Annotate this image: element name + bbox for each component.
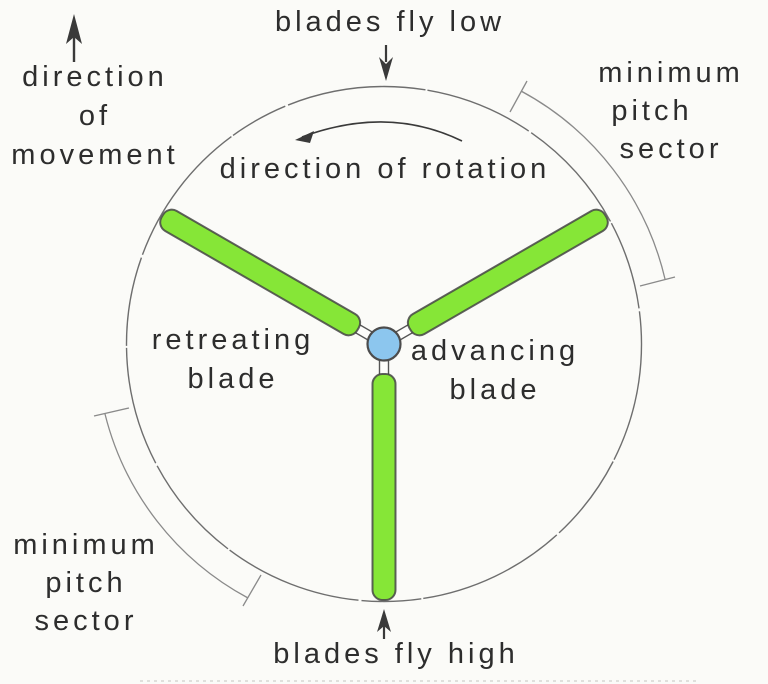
label-direction-of-movement: direction of movement: [11, 58, 178, 175]
fly-low-arrow-icon: [379, 45, 393, 81]
sector-arc: [520, 90, 666, 280]
fly-high-arrow-head: [377, 609, 391, 632]
label-advancing-blade: advancing blade: [411, 332, 579, 410]
rotor-disc-circle: [125, 85, 643, 603]
label-direction-of-rotation: direction of rotation: [219, 153, 551, 185]
label-minimum-pitch-sector-bottom-left: minimum pitch sector: [13, 526, 159, 640]
blade-body: [406, 208, 609, 337]
label-line: retreating: [151, 324, 315, 356]
sector-tick: [93, 407, 130, 417]
rotation-arrow-icon: [295, 121, 463, 143]
movement-arrow-head: [66, 14, 82, 44]
label-blades-fly-low: blades fly low: [274, 6, 506, 38]
fly-high-arrow-icon: [377, 609, 391, 639]
blade-body: [159, 208, 362, 337]
blade-body: [371, 373, 397, 601]
label-line: sector: [34, 605, 138, 637]
label-line: sector: [619, 133, 723, 165]
fly-low-arrow-head: [379, 57, 393, 81]
label-blades-fly-high: blades fly high: [273, 638, 519, 670]
movement-arrow-icon: [66, 14, 82, 62]
blade-advancing: [391, 208, 609, 343]
minimum-pitch-sector-bracket-bottom-left: [93, 407, 262, 607]
sector-arc: [104, 413, 249, 599]
sector-tick: [242, 574, 262, 607]
blade-bottom: [371, 355, 397, 601]
label-line: advancing: [410, 335, 580, 367]
label-line: pitch: [45, 567, 127, 599]
label-line: direction: [22, 61, 168, 93]
label-line: pitch: [611, 95, 693, 127]
label-line: minimum: [13, 529, 159, 561]
label-line: blade: [449, 374, 541, 406]
rotation-arrow-head: [295, 131, 314, 143]
sector-tick: [509, 80, 528, 113]
label-minimum-pitch-sector-top-right: minimum pitch sector: [598, 54, 744, 168]
label-line: blade: [187, 363, 279, 395]
rotor-hub: [366, 326, 402, 362]
sector-tick: [639, 276, 676, 287]
rotation-arrow-shaft: [301, 121, 463, 142]
label-line: of: [78, 100, 112, 132]
label-line: movement: [11, 139, 179, 171]
label-line: minimum: [598, 57, 744, 89]
minimum-pitch-sector-bracket-top-right: [509, 80, 676, 287]
label-retreating-blade: retreating blade: [152, 321, 315, 399]
